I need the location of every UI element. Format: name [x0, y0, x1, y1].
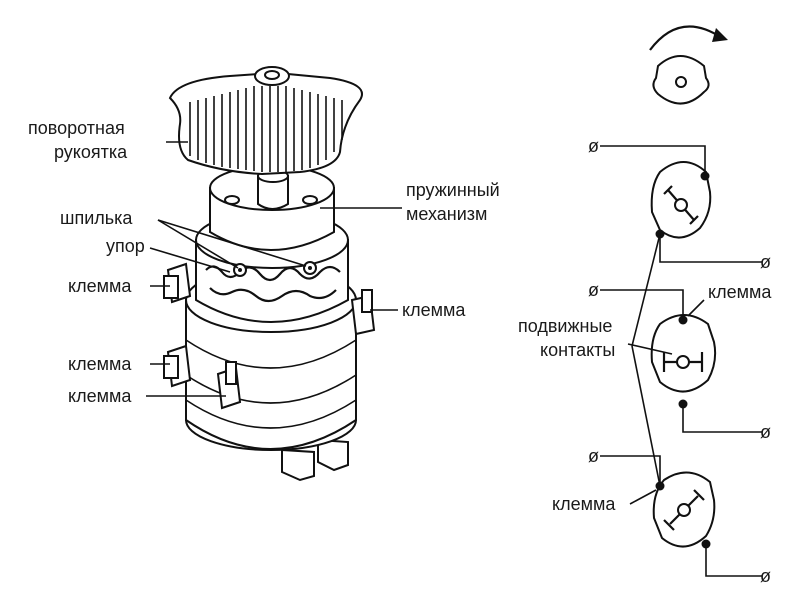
- terminal-symbol-3: ø: [588, 280, 599, 300]
- contact-disc-3: [652, 471, 716, 549]
- svg-text:клемма: клемма: [68, 354, 132, 374]
- schematic-wires: [600, 145, 762, 577]
- svg-text:клемма: клемма: [68, 276, 132, 296]
- svg-text:клемма: клемма: [402, 300, 466, 320]
- rotary-switch-illustration: [163, 66, 376, 482]
- contact-disc-2: [650, 314, 717, 409]
- terminal-symbol-5: ø: [588, 446, 599, 466]
- rotation-disc: [649, 25, 728, 105]
- svg-text:подвижные: подвижные: [518, 316, 612, 336]
- label-schematic-terminal-bottom: клемма: [552, 489, 657, 514]
- terminal-symbol-2: ø: [760, 252, 771, 272]
- svg-text:клемма: клемма: [708, 282, 772, 302]
- svg-text:пружинный: пружинный: [406, 180, 500, 200]
- svg-text:рукоятка: рукоятка: [54, 142, 128, 162]
- label-handle: поворотная рукоятка: [28, 118, 188, 162]
- svg-text:шпилька: шпилька: [60, 208, 133, 228]
- terminal-symbol-4: ø: [760, 422, 771, 442]
- spring-cap: [209, 165, 335, 251]
- svg-text:контакты: контакты: [540, 340, 615, 360]
- terminal-symbol-6: ø: [760, 566, 771, 586]
- label-terminal-left-3: клемма: [68, 386, 226, 406]
- svg-text:клемма: клемма: [552, 494, 616, 514]
- label-pin: шпилька: [60, 208, 307, 269]
- label-spring-mechanism: пружинный механизм: [320, 180, 500, 224]
- switch-schematic: ø ø ø ø ø ø клемма подвижные контакты кл…: [518, 25, 772, 586]
- terminal-screws: [163, 262, 376, 410]
- label-schematic-terminal-top: клемма: [687, 282, 772, 317]
- svg-text:поворотная: поворотная: [28, 118, 125, 138]
- contact-disc-1: [650, 161, 712, 239]
- svg-text:клемма: клемма: [68, 386, 132, 406]
- label-terminal-left-2: клемма: [68, 354, 170, 374]
- schematic-terminal-symbols: ø ø ø ø ø ø: [588, 136, 771, 586]
- label-terminal-left-1: клемма: [68, 276, 170, 296]
- svg-text:механизм: механизм: [406, 204, 487, 224]
- label-stop: упор: [106, 236, 231, 273]
- label-moving-contacts: подвижные контакты: [518, 316, 673, 360]
- switch-legs: [281, 438, 349, 482]
- terminal-symbol-1: ø: [588, 136, 599, 156]
- label-terminal-right: клемма: [370, 300, 466, 320]
- rotary-handle: [168, 66, 363, 176]
- svg-text:упор: упор: [106, 236, 145, 256]
